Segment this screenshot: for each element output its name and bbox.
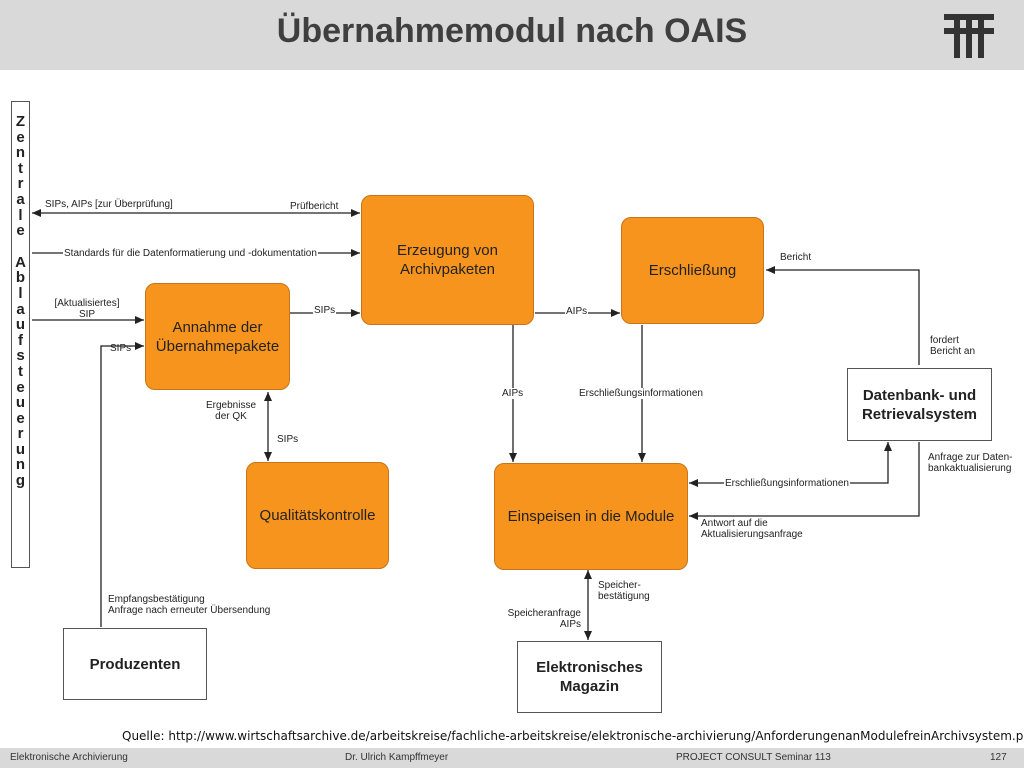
- node-einspeisen-line1: Einspeisen in die Module: [507, 508, 675, 525]
- letter: u: [15, 440, 26, 458]
- node-qualitaet-line1: Qualitätskontrolle: [259, 507, 376, 524]
- node-datenbank-line2: Retrievalsystem: [861, 405, 978, 423]
- label-fordert-1: fordert: [930, 335, 959, 346]
- node-datenbank-line1: Datenbank- und: [862, 386, 977, 404]
- node-erzeugung-line1: Erzeugung von: [397, 242, 498, 259]
- zentrale-ablaufsteuerung: Z e n t r a l e A b l a u f s t e u e r …: [11, 101, 30, 568]
- node-erschliessung: Erschließung: [621, 217, 764, 324]
- letter: n: [15, 144, 26, 162]
- label-speicheranfrage-1: Speicheranfrage: [507, 608, 581, 619]
- label-speicheranfrage: Speicheranfrage AIPs: [496, 608, 581, 630]
- label-ergebnisse-2: der QK: [215, 411, 247, 422]
- letter: u: [15, 394, 26, 412]
- letter: n: [15, 456, 26, 474]
- label-bericht: Bericht: [780, 252, 812, 263]
- letter: g: [15, 472, 26, 490]
- letter: u: [15, 316, 26, 334]
- label-fordert: fordert Bericht an: [930, 335, 975, 357]
- label-ergebnisse: Ergebnisse der QK: [198, 400, 264, 422]
- letter: e: [16, 409, 25, 427]
- label-antwort-2: Aktualisierungsanfrage: [701, 529, 803, 540]
- label-ergebnisse-1: Ergebnisse: [205, 400, 257, 411]
- letter: a: [16, 300, 25, 318]
- node-einspeisen: Einspeisen in die Module: [494, 463, 688, 570]
- node-magazin-line2: Magazin: [559, 678, 620, 695]
- label-standards: Standards für die Datenformatierung und …: [63, 248, 318, 259]
- arrow-sips-produzent: [100, 342, 144, 627]
- label-aips-erzeugung-erschliessung: AIPs: [565, 306, 589, 317]
- label-empfang: Empfangsbestätigung Anfrage nach erneute…: [108, 594, 270, 616]
- letter: f: [18, 331, 23, 349]
- label-erschliessungsinfo-1: Erschließungsinformationen: [578, 388, 704, 399]
- node-magazin-line1: Elektronisches: [536, 659, 643, 676]
- arrow-antwort: [689, 442, 920, 520]
- label-aktualisiertes-2: SIP: [78, 309, 96, 320]
- node-annahme-line2: Übernahmepakete: [155, 337, 280, 355]
- header-bar: Übernahmemodul nach OAIS: [0, 0, 1024, 70]
- label-speicheranfrage-2: AIPs: [559, 619, 581, 630]
- label-antwort: Antwort auf die Aktualisierungsanfrage: [701, 518, 803, 540]
- letter: l: [18, 206, 23, 224]
- label-pruefbericht: Prüfbericht: [290, 201, 339, 212]
- letter: l: [18, 284, 23, 302]
- label-anfrage-2: bankaktualisierung: [928, 463, 1012, 474]
- letter: e: [16, 222, 25, 240]
- source-citation: Quelle: http://www.wirtschaftsarchive.de…: [122, 729, 1024, 743]
- letter: t: [18, 362, 23, 380]
- node-produzenten: Produzenten: [63, 628, 207, 700]
- label-speicher: Speicher- bestätigung: [598, 580, 650, 602]
- footer-center: Dr. Ulrich Kampffmeyer: [345, 752, 449, 763]
- label-speicher-1: Speicher-: [598, 580, 641, 591]
- letter: a: [16, 190, 25, 208]
- label-empfang-2: Anfrage nach erneuter Übersendung: [108, 605, 271, 616]
- letter: t: [18, 159, 23, 177]
- letter: Z: [15, 113, 26, 130]
- letter: r: [17, 175, 24, 193]
- label-sips-produzent: SIPs: [110, 343, 132, 354]
- footer-left: Elektronische Archivierung: [10, 752, 128, 763]
- label-anfrage-1: Anfrage zur Daten-: [928, 452, 1013, 463]
- letter: A: [15, 253, 26, 271]
- label-antwort-1: Antwort auf die: [701, 518, 768, 529]
- label-aips-einspeisen: AIPs: [501, 388, 525, 399]
- page-title: Übernahmemodul nach OAIS: [276, 12, 748, 50]
- node-erzeugung-line2: Archivpaketen: [399, 261, 496, 278]
- footer-page-number: 127: [990, 752, 1007, 763]
- node-erschliessung-line1: Erschließung: [648, 262, 737, 279]
- letter: e: [16, 128, 25, 146]
- letter: b: [15, 269, 26, 287]
- label-empfang-1: Empfangsbestätigung: [108, 594, 205, 605]
- footer-right: PROJECT CONSULT Seminar 113: [676, 752, 831, 763]
- node-annahme-line1: Annahme der: [172, 318, 263, 336]
- label-fordert-2: Bericht an: [930, 346, 976, 357]
- label-sips-annahme-erzeugung: SIPs: [313, 305, 337, 316]
- node-qualitaet: Qualitätskontrolle: [246, 462, 389, 569]
- label-erschliessungsinfo-2: Erschließungsinformationen: [724, 478, 850, 489]
- project-consult-logo-icon: [944, 14, 994, 58]
- label-sips-qk: SIPs: [277, 434, 299, 445]
- label-aktualisiertes: [Aktualisiertes] SIP: [52, 298, 122, 320]
- footer-bar: Elektronische Archivierung Dr. Ulrich Ka…: [0, 748, 1024, 768]
- label-anfrage: Anfrage zur Daten- bankaktualisierung: [928, 452, 1013, 474]
- arrow-erschliessungsinfo-datenbank: [689, 442, 892, 487]
- label-aktualisiertes-1: [Aktualisiertes]: [54, 298, 120, 309]
- label-speicher-2: bestätigung: [598, 591, 650, 602]
- letter: e: [16, 378, 25, 396]
- arrow-bericht: [766, 266, 920, 365]
- node-produzenten-line1: Produzenten: [89, 655, 181, 673]
- label-sips-aips-pruefung: SIPs, AIPs [zur Überprüfung]: [45, 199, 173, 210]
- letter: s: [16, 347, 25, 365]
- letter: r: [17, 425, 24, 443]
